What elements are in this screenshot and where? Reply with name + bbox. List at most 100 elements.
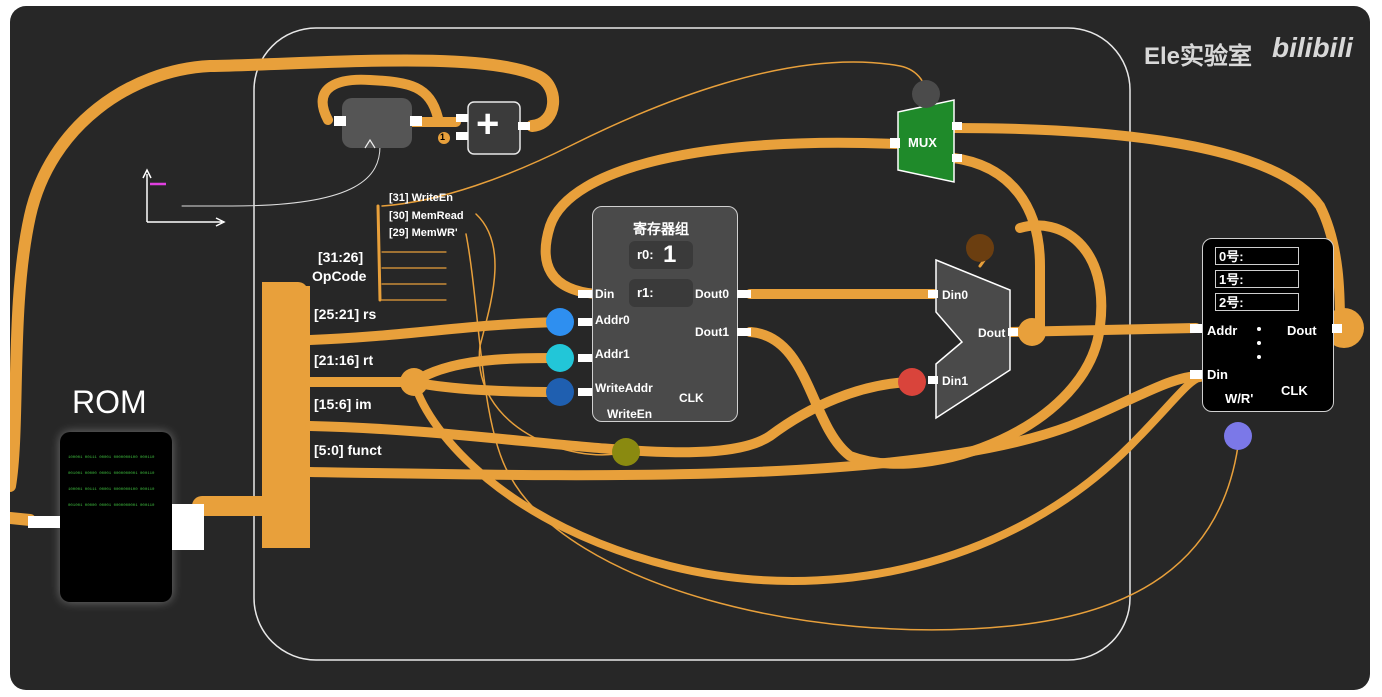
- rom-line: 100001 00111 00001 0000000100 000110: [68, 456, 155, 460]
- regfile-writeaddr-label: WriteAddr: [595, 381, 653, 395]
- datapath-diagram: [10, 27, 1364, 661]
- mem-clk-label: CLK: [1281, 383, 1308, 398]
- alu-ctrl-dot: [966, 234, 994, 262]
- wr-dot: [1224, 422, 1252, 450]
- adder-port-out: [518, 122, 530, 130]
- alu-shape: [935, 258, 1011, 420]
- rom-data-port: [172, 504, 204, 550]
- adder-const: 1: [440, 132, 446, 142]
- field-rs: [25:21] rs: [314, 306, 377, 322]
- r0-value: 1: [663, 241, 677, 268]
- mem-din-port: [1190, 370, 1202, 379]
- field-im: [15:6] im: [314, 396, 372, 412]
- wire-mem-dout: [949, 123, 1345, 331]
- wire-mux-to-din: [540, 137, 901, 299]
- alu-din1-label: Din1: [942, 374, 969, 388]
- alu-port-din1: [928, 376, 938, 384]
- mem-din-label: Din: [1207, 367, 1228, 382]
- wire-rt-addr1: [409, 353, 565, 387]
- adder-symbol: +: [476, 102, 500, 146]
- adder-port-a: [456, 114, 468, 122]
- regfile-dout1-port: [737, 328, 751, 336]
- rt-junction: [400, 368, 428, 396]
- mem-addr-label: Addr: [1207, 323, 1238, 338]
- pc-register: [342, 98, 412, 148]
- field-writeen: [31] WriteEn: [389, 192, 453, 204]
- field-memread: [30] MemRead: [389, 210, 464, 222]
- wire-im: [305, 377, 915, 458]
- field-funct: [5:0] funct: [314, 442, 382, 458]
- mem-slot: 0号:: [1215, 247, 1299, 265]
- mem-slot: 1号:: [1215, 270, 1299, 288]
- regfile-dout0-port: [737, 290, 751, 298]
- mux-port-in1: [952, 122, 962, 130]
- wire-memwr: [465, 233, 1239, 631]
- field-opcode: OpCode: [312, 268, 367, 284]
- mem-ellipsis-icon: [1257, 355, 1261, 359]
- wire-clock-line: [181, 145, 381, 207]
- cpu-outline: [253, 27, 1131, 661]
- adder-port-b: [456, 132, 468, 140]
- field-opcode-bits: [31:26]: [318, 249, 364, 265]
- mux-port-out: [890, 138, 900, 148]
- mem-dout-port: [1332, 324, 1342, 333]
- field-memwr: [29] MemWR': [389, 227, 458, 239]
- wire-rt-to-mem-din: [410, 374, 1204, 585]
- r0-label: r0:: [637, 247, 654, 262]
- regfile-addr0-label: Addr0: [595, 313, 630, 327]
- mem-ellipsis-icon: [1257, 327, 1261, 331]
- regfile-addr1-label: Addr1: [595, 347, 630, 361]
- r0-box: r0: 1: [629, 241, 693, 269]
- regfile-din-label: Din: [595, 287, 615, 301]
- wire-rs: [305, 317, 565, 345]
- mem-out-junction: [1324, 308, 1364, 348]
- r1-box: r1:: [629, 279, 693, 307]
- writeaddr-dot: [546, 378, 574, 406]
- regfile-din-port: [578, 290, 592, 298]
- pc-out-port: [410, 116, 422, 126]
- clock-wave-icon: [142, 168, 226, 227]
- alu-out-junction: [1018, 318, 1046, 346]
- rom-box: 100001 00111 00001 0000000100 000110 001…: [60, 432, 172, 602]
- datapath-canvas: Ele实验室 bilibili ROM 100001 00111 00001 0…: [10, 6, 1370, 690]
- regfile-writeaddr-port: [578, 388, 592, 396]
- rom-line: 001001 00000 00001 0000000001 000110: [68, 472, 155, 476]
- alu-din0-label: Din0: [942, 288, 969, 302]
- din1-dot: [898, 368, 926, 396]
- mem-dout-label: Dout: [1287, 323, 1317, 338]
- wire-rom-addr: [10, 512, 36, 526]
- pc-const-dot: [438, 132, 450, 144]
- wire-dout1: [745, 220, 1107, 469]
- wire-alu-to-mux: [949, 153, 1045, 335]
- regfile-addr1-port: [578, 354, 592, 362]
- mem-ellipsis-icon: [1257, 341, 1261, 345]
- wire-pc-feedback: [10, 54, 559, 492]
- mux-ctrl-dot: [912, 80, 940, 108]
- addr1-dot: [546, 344, 574, 372]
- watermark-logo: bilibili: [1272, 32, 1353, 63]
- wire-pc-loop: [317, 74, 443, 125]
- regfile-addr0-port: [578, 318, 592, 326]
- field-rt: [21:16] rt: [314, 352, 374, 368]
- register-file: 寄存器组 r0: 1 r1: Din Addr0 Addr1 WriteAddr…: [592, 206, 738, 422]
- pc-in-port: [334, 116, 346, 126]
- data-memory: 0号: 1号: 2号: Addr Dout Din W/R' CLK: [1202, 238, 1334, 412]
- alu-dout-label: Dout: [978, 326, 1006, 340]
- regfile-clk-label: CLK: [679, 391, 704, 405]
- watermark-brand: Ele实验室: [1144, 43, 1253, 70]
- wire-writeen: [475, 213, 627, 456]
- wire-ctrl-bus: [376, 204, 382, 302]
- wire-ctrl-bits: [381, 251, 447, 301]
- rom-line: 100001 00111 00001 0000000100 000110: [68, 488, 155, 492]
- regfile-writeen-label: WriteEn: [607, 407, 653, 421]
- mem-addr-port: [1190, 324, 1202, 333]
- mem-slot: 2号:: [1215, 293, 1299, 311]
- register-file-title: 寄存器组: [633, 221, 689, 237]
- instruction-bus: [262, 286, 310, 548]
- regfile-dout0-label: Dout0: [695, 287, 729, 301]
- r1-label: r1:: [637, 285, 654, 300]
- rom-line: 001001 00000 00001 0000000001 000110: [68, 504, 155, 508]
- rom-title: ROM: [72, 384, 147, 420]
- writeen-dot: [612, 438, 640, 466]
- alu-port-dout: [1008, 328, 1018, 336]
